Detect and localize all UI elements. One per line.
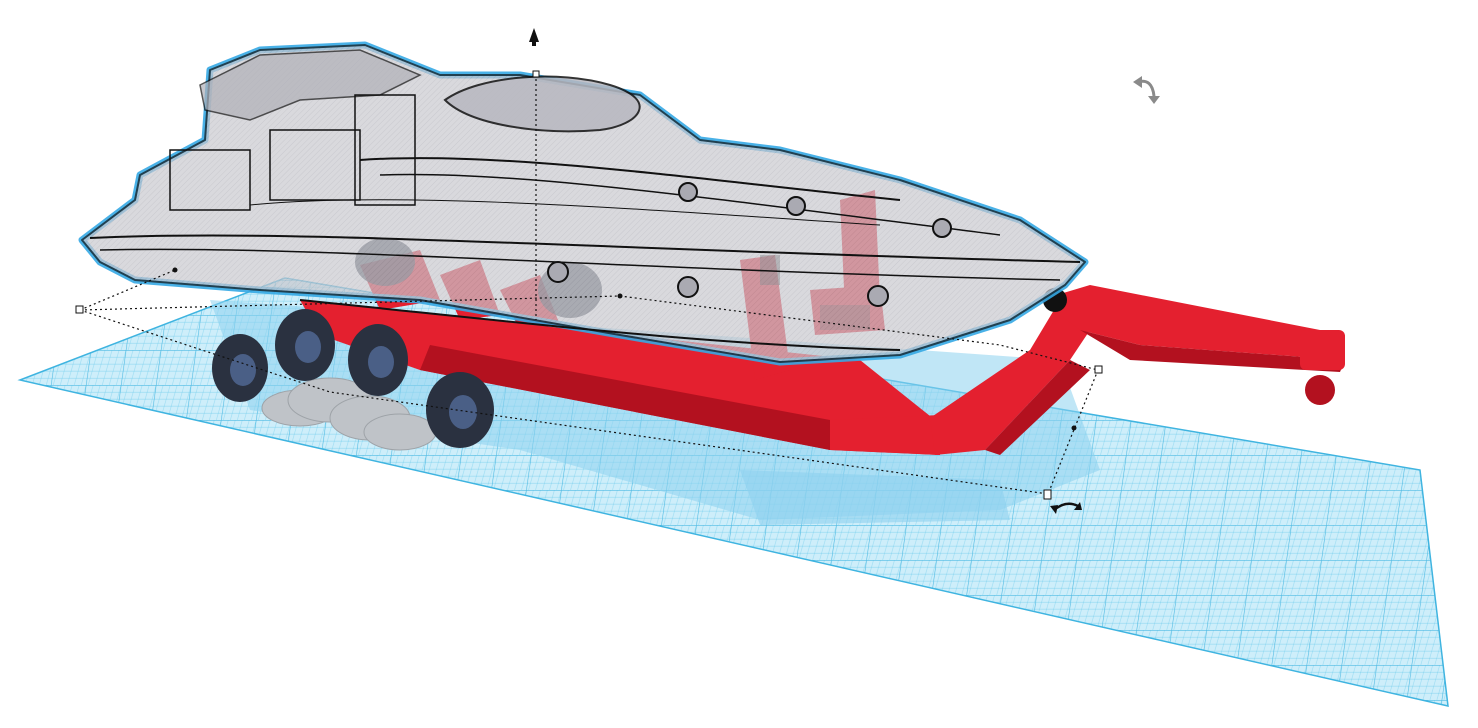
rotate-arrow-icon[interactable] [1050, 502, 1082, 514]
wheel-2[interactable] [275, 309, 335, 381]
wheel-1[interactable] [212, 334, 268, 402]
edge-midpoint-handle[interactable] [172, 267, 178, 273]
boat-hull[interactable] [81, 44, 1086, 363]
rocks-group[interactable] [261, 377, 437, 451]
trailer-wheels[interactable] [212, 309, 494, 448]
boat-model[interactable] [78, 41, 1089, 366]
wheel-3[interactable] [348, 324, 408, 396]
edge-midpoint-handle[interactable] [617, 293, 623, 299]
square-handle-icon[interactable] [1043, 489, 1052, 500]
cone-up-arrow-icon[interactable] [529, 28, 539, 46]
edge-midpoint-handle[interactable] [1071, 425, 1077, 431]
square-handle-icon[interactable] [532, 70, 540, 78]
workplane-border [17, 277, 1449, 707]
rotate-arrow-icon[interactable] [1133, 76, 1160, 104]
square-handle-icon[interactable] [1094, 365, 1103, 374]
selection-gizmo[interactable] [75, 28, 1160, 514]
wheel-4[interactable] [426, 372, 494, 448]
portholes [547, 182, 952, 307]
square-handle-icon[interactable] [75, 305, 84, 314]
